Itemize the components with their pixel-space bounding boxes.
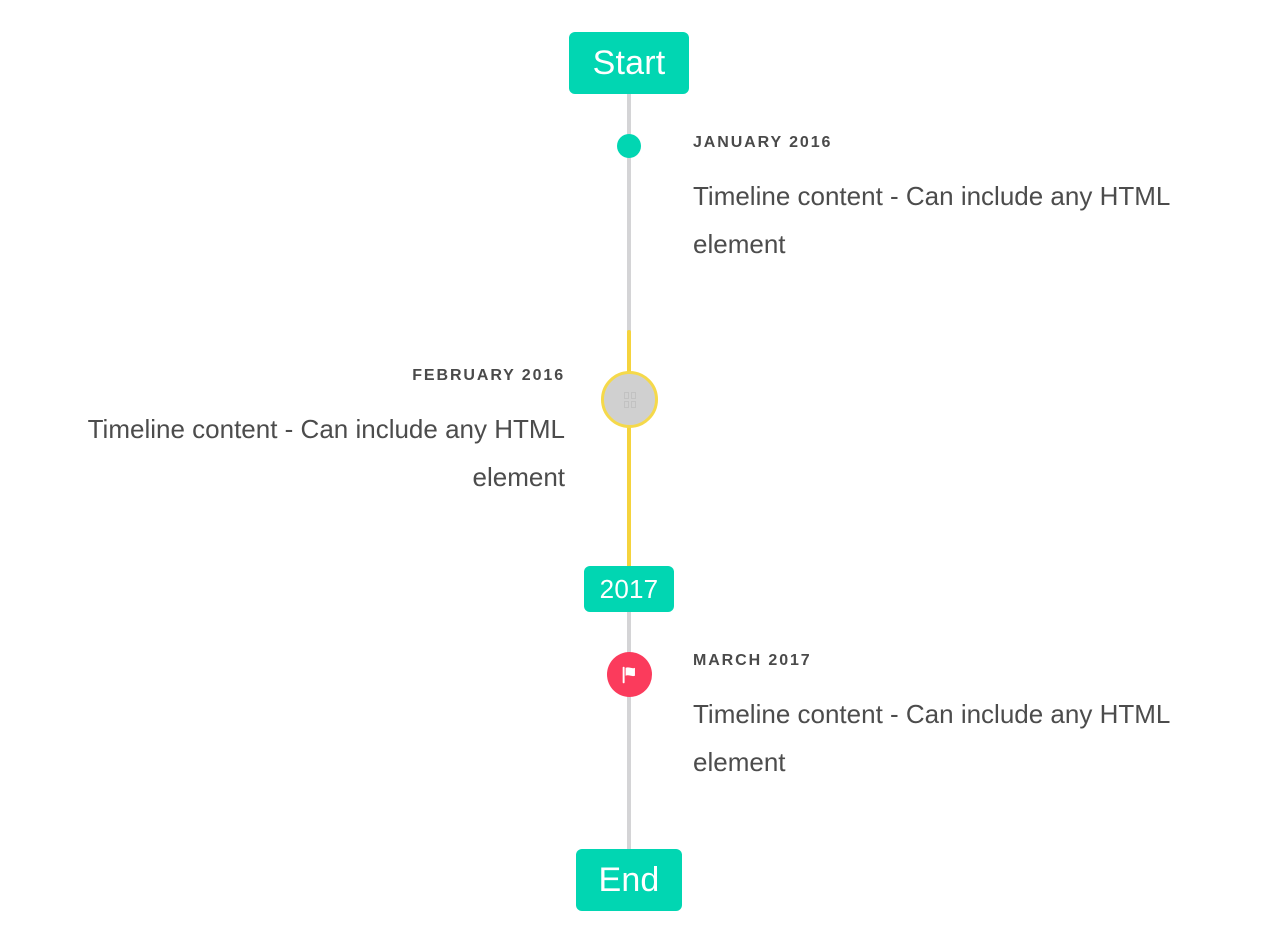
timeline-year-badge[interactable]: 2017 (584, 566, 674, 612)
missing-glyph-icon (623, 391, 636, 408)
timeline-entry-body: Timeline content - Can include any HTML … (693, 180, 1170, 259)
teal-dot-marker[interactable] (617, 134, 641, 158)
timeline-start-badge[interactable]: Start (569, 32, 689, 94)
timeline-entry-date: FEBRUARY 2016 (412, 367, 565, 384)
flag-marker[interactable] (607, 652, 652, 697)
timeline-end-badge[interactable]: End (576, 849, 682, 911)
timeline-rail-segment-top (627, 88, 631, 334)
timeline-entry-body: Timeline content - Can include any HTML … (693, 698, 1170, 777)
timeline-entry-march: MARCH 2017 Timeline content - Can includ… (693, 652, 1233, 786)
timeline-entry-date: JANUARY 2016 (693, 134, 833, 151)
timeline-entry-date: MARCH 2017 (693, 652, 812, 669)
timeline-rail-segment-highlighted (627, 330, 631, 570)
timeline-start-badge-label: Start (592, 43, 666, 82)
timeline-year-badge-label: 2017 (599, 573, 659, 604)
timeline-rail-segment-bottom (627, 608, 631, 860)
timeline-entry-body: Timeline content - Can include any HTML … (87, 413, 565, 492)
timeline-end-badge-label: End (598, 860, 660, 899)
timeline-entry-january: JANUARY 2016 Timeline content - Can incl… (693, 134, 1233, 268)
flag-icon (619, 664, 641, 686)
gray-circle-marker[interactable] (601, 371, 658, 428)
timeline-entry-february: FEBRUARY 2016 Timeline content - Can inc… (22, 367, 565, 501)
